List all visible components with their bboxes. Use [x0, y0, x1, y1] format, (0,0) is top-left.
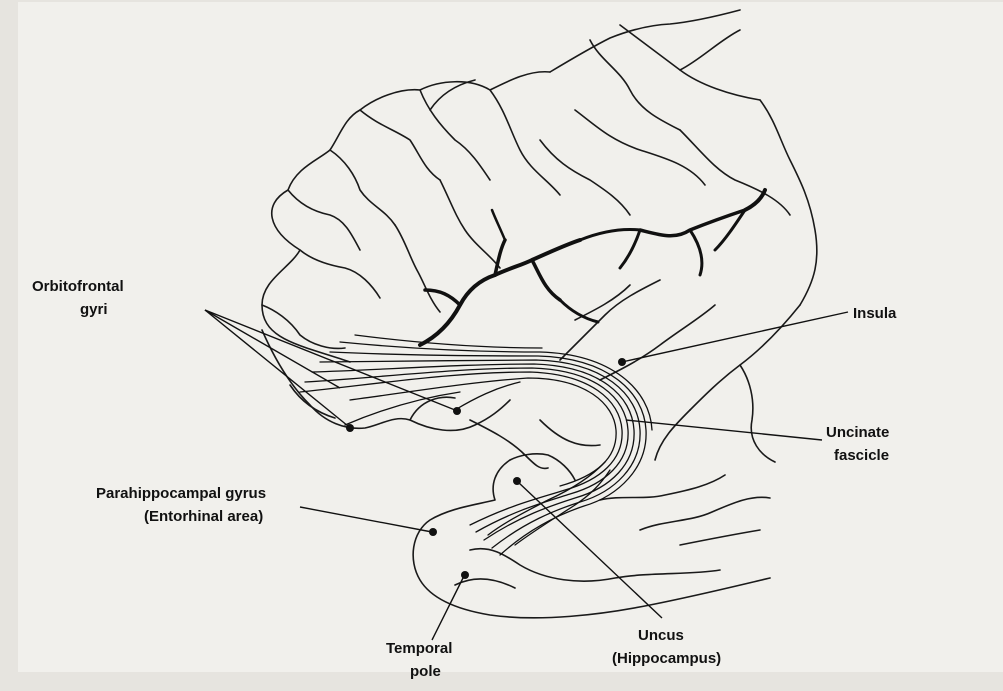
label-uncinate-line2: fascicle [834, 447, 889, 464]
label-parahippocampal-line2: (Entorhinal area) [144, 508, 263, 525]
label-uncus-line1: Uncus [638, 627, 684, 644]
label-uncus-line2: (Hippocampus) [612, 650, 721, 667]
dot-uncus [513, 477, 521, 485]
dot-insula [618, 358, 626, 366]
label-parahippocampal-line1: Parahippocampal gyrus [96, 485, 266, 502]
paper-sheet [18, 2, 1003, 672]
label-temporal-pole-line1: Temporal [386, 640, 452, 657]
label-uncinate-line1: Uncinate [826, 424, 889, 441]
dot-orbitofrontal-a [346, 424, 354, 432]
label-insula: Insula [853, 305, 897, 322]
label-orbitofrontal-line2: gyri [80, 301, 108, 318]
dot-parahippocampal [429, 528, 437, 536]
dot-orbitofrontal-b [453, 407, 461, 415]
label-orbitofrontal-line1: Orbitofrontal [32, 278, 124, 295]
dot-temporal-pole [461, 571, 469, 579]
label-temporal-pole-line2: pole [410, 663, 441, 680]
